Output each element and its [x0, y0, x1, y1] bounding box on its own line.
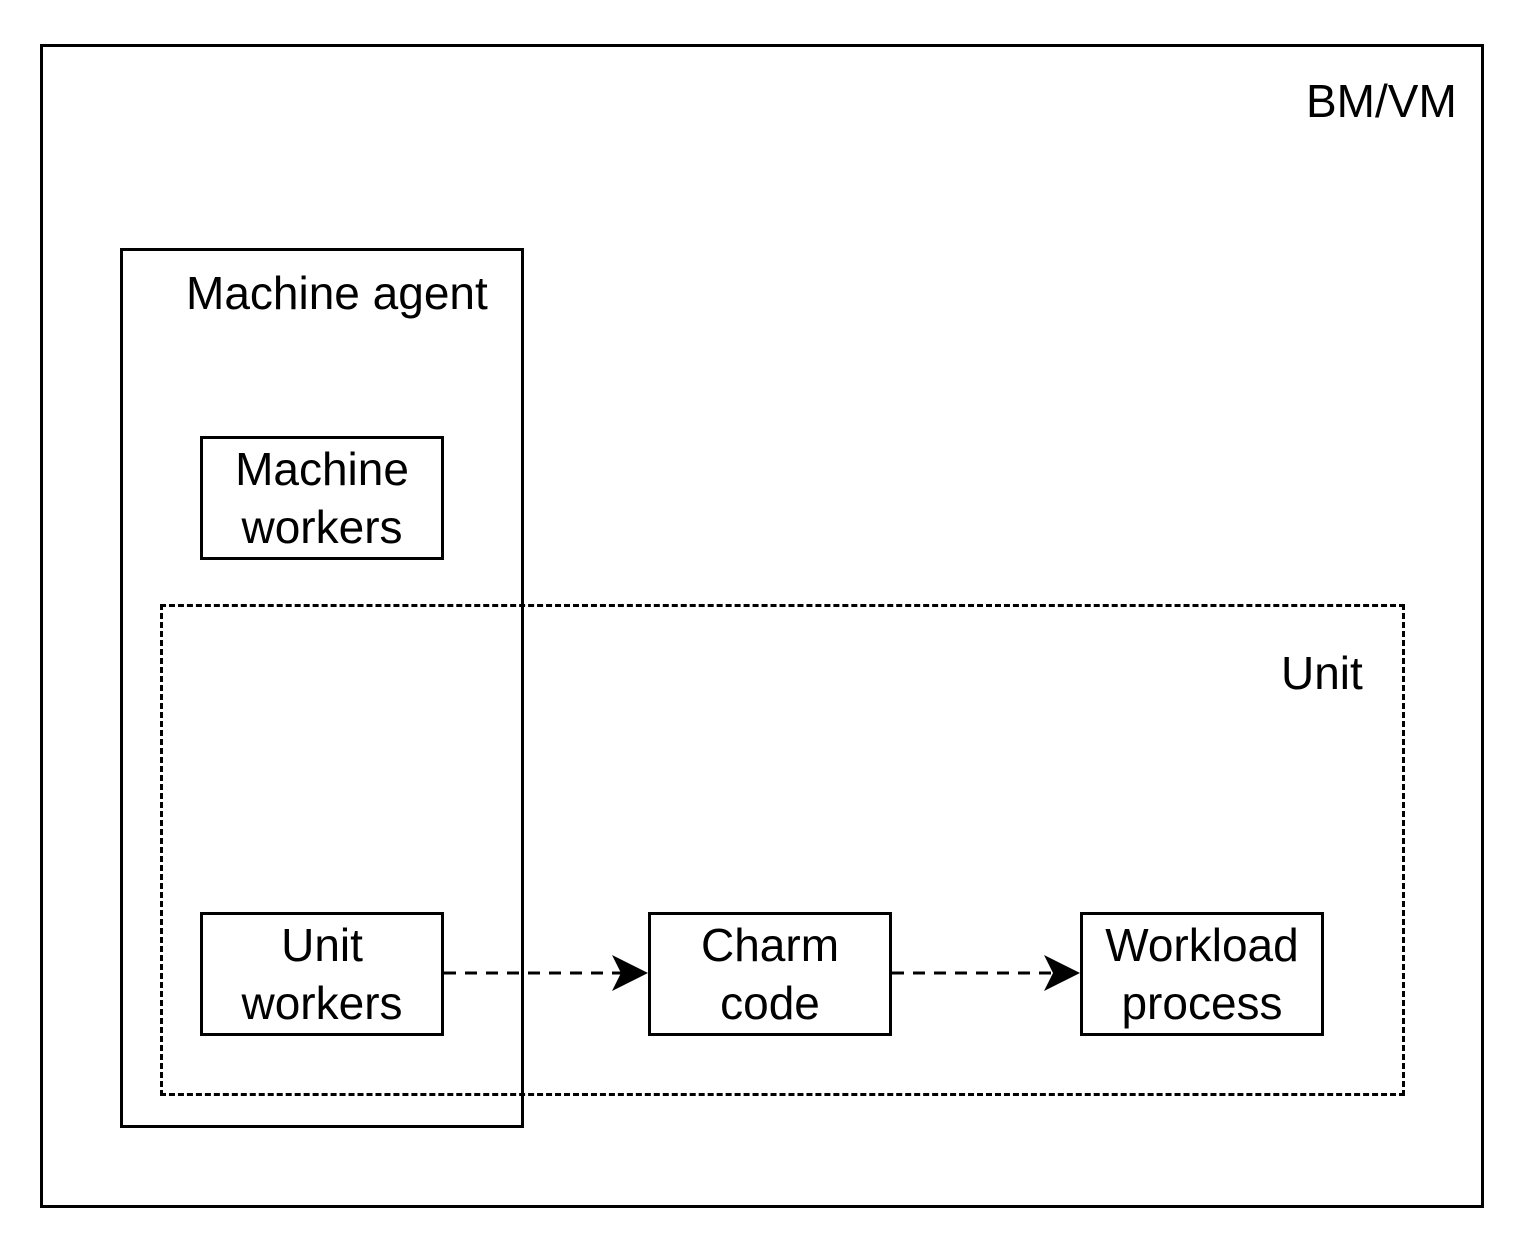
- arrowhead-icon: [1044, 955, 1080, 991]
- workload-process-label: Workload process: [1105, 919, 1299, 1029]
- workload-process-node: Workload process: [1080, 912, 1324, 1036]
- unit-container: [160, 604, 1405, 1096]
- edge-unit-workers-to-charm-code: [444, 955, 648, 991]
- host-label: BM/VM: [1306, 75, 1457, 127]
- machine-workers-node: Machine workers: [200, 436, 444, 560]
- host-container: [40, 44, 1484, 1208]
- edge-charm-code-to-workload-process: [892, 955, 1080, 991]
- arrowhead-icon: [612, 955, 648, 991]
- unit-workers-node: Unit workers: [200, 912, 444, 1036]
- machine-agent-label: Machine agent: [186, 267, 488, 319]
- charm-code-label: Charm code: [700, 919, 840, 1029]
- charm-code-node: Charm code: [648, 912, 892, 1036]
- machine-workers-label: Machine workers: [235, 443, 409, 553]
- unit-label: Unit: [1281, 647, 1363, 699]
- unit-workers-label: Unit workers: [241, 919, 403, 1029]
- machine-agent-container: [120, 248, 524, 1128]
